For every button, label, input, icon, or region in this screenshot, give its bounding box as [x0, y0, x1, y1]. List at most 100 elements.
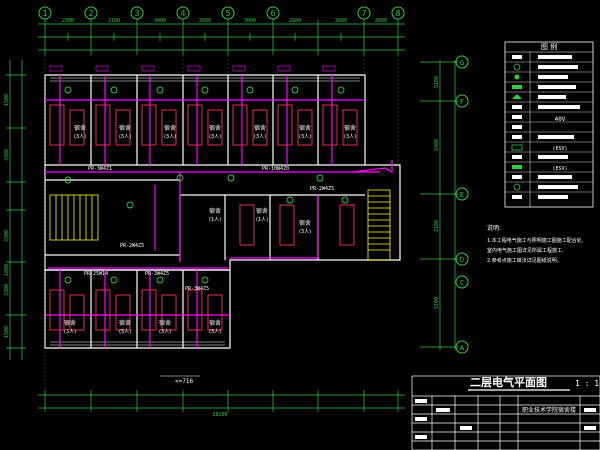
- room-label-8: 宿舍: [209, 207, 221, 215]
- title-block-project: 职业技术学院宿舍楼: [522, 406, 576, 414]
- room-labels: 宿舍 (3人) 宿舍 (3人) 宿舍 (3人) 宿舍 (3人) 宿舍 (3人) …: [64, 124, 356, 335]
- legend-voltage-2: (ESV): [552, 146, 567, 152]
- axis-label-F: F: [460, 98, 464, 106]
- staircase-left: [49, 194, 99, 241]
- notes-line-3: 2.参考点施工做法详见图纸说明。: [487, 257, 562, 264]
- room-sub-4: (3人): [209, 134, 221, 140]
- circuit-label-pr6: PR-3W4Z5: [185, 286, 209, 292]
- axis-label-E: E: [460, 191, 464, 199]
- axis-label-6: 6: [271, 9, 276, 18]
- room-label-5: 宿舍: [254, 124, 266, 132]
- circuit-labels: PR-3W4Z1 PR-10W4Z0 PR-2W4Z5 PR-25W14 PR-…: [84, 166, 334, 292]
- room-label-9: 宿舍: [256, 207, 268, 215]
- room-sub-7: (3人): [344, 134, 356, 140]
- notes-line-1: 1.本工程电气施工与照明施工图施工配合处,: [487, 237, 584, 244]
- axis-label-2: 2: [89, 9, 94, 18]
- dim-top-8: 2600: [375, 18, 387, 24]
- dim-top-5: 3000: [244, 18, 256, 24]
- right-axis-labels: G F E D C A: [460, 59, 465, 352]
- dim-top-4: 2600: [199, 18, 211, 24]
- room-label-11: 宿舍: [64, 319, 76, 327]
- room-label-3: 宿舍: [164, 124, 176, 132]
- room-label-12: 宿舍: [119, 319, 131, 327]
- room-sub-9: (1人): [256, 217, 268, 223]
- circuit-label-pr7: PR-2W4Z5: [120, 243, 144, 249]
- right-dimension-values: 5100 2400 2100 5100: [434, 76, 440, 309]
- right-axis-bubbles: [455, 55, 469, 354]
- notes-block: 说明: 1.本工程电气施工与照明施工图施工配合处, 室内电气施工图详见所属工程施…: [487, 224, 584, 264]
- room-sub-1: (3人): [74, 134, 86, 140]
- room-label-13: 宿舍: [159, 319, 171, 327]
- axis-label-3: 3: [135, 9, 140, 18]
- dim-left-2: 3300: [4, 149, 10, 161]
- dim-left-6: 1500: [4, 326, 10, 338]
- room-sub-2: (3人): [119, 134, 131, 140]
- room-sub-8: (1人): [209, 217, 221, 223]
- room-sub-10: (3人): [299, 229, 311, 235]
- dim-right-1: 5100: [434, 76, 440, 88]
- notes-line-2: 室内电气施工图详见所属工程施工,: [487, 247, 564, 254]
- room-label-7: 宿舍: [344, 124, 356, 132]
- grid-axis-lines: [44, 55, 399, 395]
- dim-right-2: 2400: [434, 139, 440, 151]
- dim-left-3: 3300: [4, 230, 10, 242]
- legend-table: [504, 41, 594, 208]
- room-sub-11: (3人): [64, 329, 76, 335]
- circuit-label-pr3: PR-2W4Z5: [310, 186, 334, 192]
- left-dimension-chain: [6, 60, 26, 360]
- room-label-10: 宿舍: [299, 219, 311, 227]
- axis-label-4: 4: [181, 9, 186, 18]
- top-axis-labels: 1 2 3 4 5 6 7 8: [43, 9, 401, 18]
- room-sub-3: (3人): [164, 134, 176, 140]
- dim-left-4: 1800: [4, 264, 10, 276]
- drawing-title-block: 二层电气平面图 1 : 100: [468, 375, 600, 391]
- room-sub-6: (3人): [299, 134, 311, 140]
- title-block-table: [411, 375, 600, 450]
- axis-label-8: 8: [396, 9, 401, 18]
- dim-top-7: 2600: [335, 18, 347, 24]
- axis-label-7: 7: [362, 9, 367, 18]
- room-sub-14: (3人): [209, 329, 221, 335]
- dim-right-3: 2100: [434, 220, 440, 232]
- axis-label-G: G: [460, 59, 464, 67]
- dim-left-1: 1500: [4, 94, 10, 106]
- axis-label-1: 1: [43, 9, 48, 18]
- notes-heading: 说明:: [487, 224, 501, 232]
- dim-top-1: 2300: [62, 18, 74, 24]
- circuit-label-pr1: PR-3W4Z1: [88, 166, 112, 172]
- light-fixtures: [64, 86, 349, 284]
- circuit-runs: [45, 75, 393, 348]
- left-dimension-values: 1500 3300 3300 1800 3300 1500: [4, 94, 10, 338]
- room-sub-5: (3人): [254, 134, 266, 140]
- dim-top-2: 2100: [108, 18, 120, 24]
- legend-voltage-1: 40V: [555, 116, 566, 123]
- bottom-total-dim: 28200: [212, 412, 227, 418]
- room-devices-lower: [49, 204, 355, 331]
- drawing-title: 二层电气平面图: [470, 375, 547, 389]
- circuit-label-pr2: PR-10W4Z0: [262, 166, 289, 172]
- drawing-scale: 1 : 100: [575, 379, 600, 388]
- staircase-right: [367, 189, 391, 261]
- room-sub-13: (3人): [159, 329, 171, 335]
- top-dimension-values: 2300 2100 3000 2600 3000 2600 2600 2600: [62, 18, 387, 24]
- legend-voltage-3: (ESV): [552, 166, 567, 172]
- dim-top-6: 2600: [289, 18, 301, 24]
- room-devices-upper: [49, 104, 358, 146]
- title-block-fill: [415, 399, 596, 439]
- bottom-dimension-chain: [38, 390, 405, 412]
- bottom-dim-note: <=716: [175, 378, 193, 385]
- window-bands: [50, 77, 360, 346]
- top-dimension-chain: [38, 19, 405, 55]
- dim-left-5: 3300: [4, 284, 10, 296]
- room-label-6: 宿舍: [299, 124, 311, 132]
- top-panel-tags: [49, 65, 336, 72]
- axis-label-C: C: [460, 279, 464, 287]
- legend-title: 图 例: [541, 42, 557, 51]
- right-dimension-chain: [420, 60, 458, 350]
- dim-top-3: 3000: [154, 18, 166, 24]
- room-label-1: 宿舍: [74, 124, 86, 132]
- room-label-4: 宿舍: [209, 124, 221, 132]
- room-label-2: 宿舍: [119, 124, 131, 132]
- axis-label-A: A: [460, 344, 465, 352]
